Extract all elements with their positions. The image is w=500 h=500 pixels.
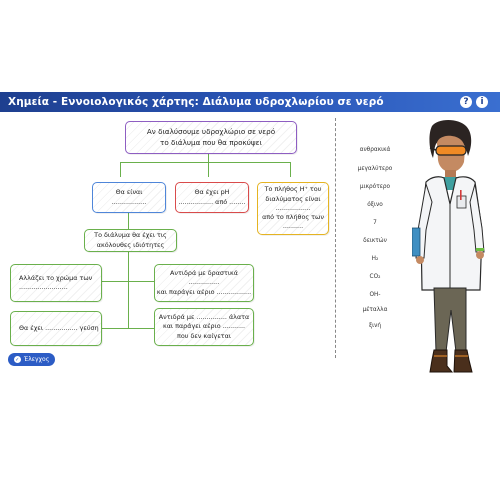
salt-reaction-box[interactable]: Αντιδρά με ............... άλατα και παρ…: [154, 308, 254, 346]
connector-line: [208, 153, 210, 162]
connector-line: [128, 213, 130, 229]
page-title: Χημεία - Εννοιολογικός χάρτης: Διάλυμα υ…: [8, 96, 384, 108]
root-concept-box: Αν διαλύσουμε υδροχλώριο σε νερό το διάλ…: [125, 121, 297, 154]
box-text: Το διάλυμα θα έχει τις: [94, 231, 167, 240]
word-tile[interactable]: μέταλλα: [362, 307, 388, 313]
metal-reaction-box[interactable]: Αντιδρά με δραστικά ............... και …: [154, 264, 254, 302]
blank-slot[interactable]: ..........: [282, 222, 304, 231]
box-text: Το πλήθος H⁺ του: [264, 185, 322, 194]
connector-line: [102, 281, 154, 283]
indicator-color-box[interactable]: Αλλάζει το χρώμα των ...................…: [10, 264, 102, 302]
check-button-label: Έλεγχος: [23, 356, 50, 363]
taste-box[interactable]: Θα έχει ................ γεύση: [10, 311, 102, 346]
box-text: διαλύματος είναι: [265, 194, 321, 203]
connector-line: [120, 162, 290, 164]
ph-box[interactable]: Θα έχει pH ................. από .......…: [175, 182, 249, 213]
connector-line: [128, 252, 130, 328]
properties-box: Το διάλυμα θα έχει τις ακόλουθες ιδιότητ…: [84, 229, 177, 252]
title-bar: Χημεία - Εννοιολογικός χάρτης: Διάλυμα υ…: [0, 92, 500, 112]
root-concept-line: Αν διαλύσουμε υδροχλώριο σε νερό: [146, 127, 276, 137]
box-text: Αλλάζει το χρώμα των: [19, 273, 93, 282]
box-text: ακόλουθες ιδιότητες: [96, 240, 165, 249]
word-tile[interactable]: μεγαλύτερο: [357, 166, 393, 172]
word-tile[interactable]: ανθρακικά: [359, 147, 391, 153]
blank-slot[interactable]: ........................: [19, 283, 68, 291]
blank-slot[interactable]: Αντιδρά με ............... άλατα: [158, 313, 250, 322]
connector-line: [120, 162, 122, 177]
blank-slot[interactable]: .................: [111, 197, 147, 206]
box-text: που δεν καίγεται: [176, 331, 232, 340]
check-icon: ✓: [13, 356, 21, 363]
word-tile[interactable]: CO₂: [369, 274, 381, 280]
box-text: Θα έχει pH: [194, 188, 230, 197]
word-tile[interactable]: ξινή: [368, 323, 382, 329]
help-icon[interactable]: ?: [460, 96, 472, 108]
box-text: Θα είναι: [115, 188, 143, 197]
blank-slot[interactable]: ................. από ........: [178, 197, 246, 206]
word-tile[interactable]: H₂: [371, 256, 379, 262]
blank-slot[interactable]: Θα έχει ................ γεύση: [19, 323, 99, 332]
hydrogen-ion-box[interactable]: Το πλήθος H⁺ του διαλύματος είναι ......…: [257, 182, 329, 235]
word-tile[interactable]: δεικτών: [363, 238, 387, 244]
root-concept-line: το διάλυμα που θα προκύψει: [160, 137, 262, 147]
word-tile[interactable]: όξινο: [367, 202, 383, 208]
word-tile[interactable]: OH-: [369, 292, 381, 298]
blank-slot[interactable]: Αντιδρά με δραστικά ...............: [170, 269, 238, 287]
blank-slot[interactable]: .................: [275, 203, 311, 212]
divider-line: [335, 118, 336, 358]
acidity-box[interactable]: Θα είναι .................: [92, 182, 166, 213]
box-text: από το πλήθος των: [262, 213, 324, 222]
check-button[interactable]: ✓ Έλεγχος: [8, 353, 55, 366]
info-icon[interactable]: i: [476, 96, 488, 108]
connector-line: [208, 162, 210, 177]
word-tile[interactable]: 7: [373, 220, 377, 226]
word-tile[interactable]: μικρότερο: [359, 184, 391, 190]
scientist-illustration: [412, 120, 485, 373]
blank-slot[interactable]: και παράγει αέριο .................: [156, 287, 252, 296]
connector-line: [102, 328, 154, 330]
blank-slot[interactable]: και παράγει αέριο ...........: [162, 322, 246, 331]
connector-line: [290, 162, 292, 177]
